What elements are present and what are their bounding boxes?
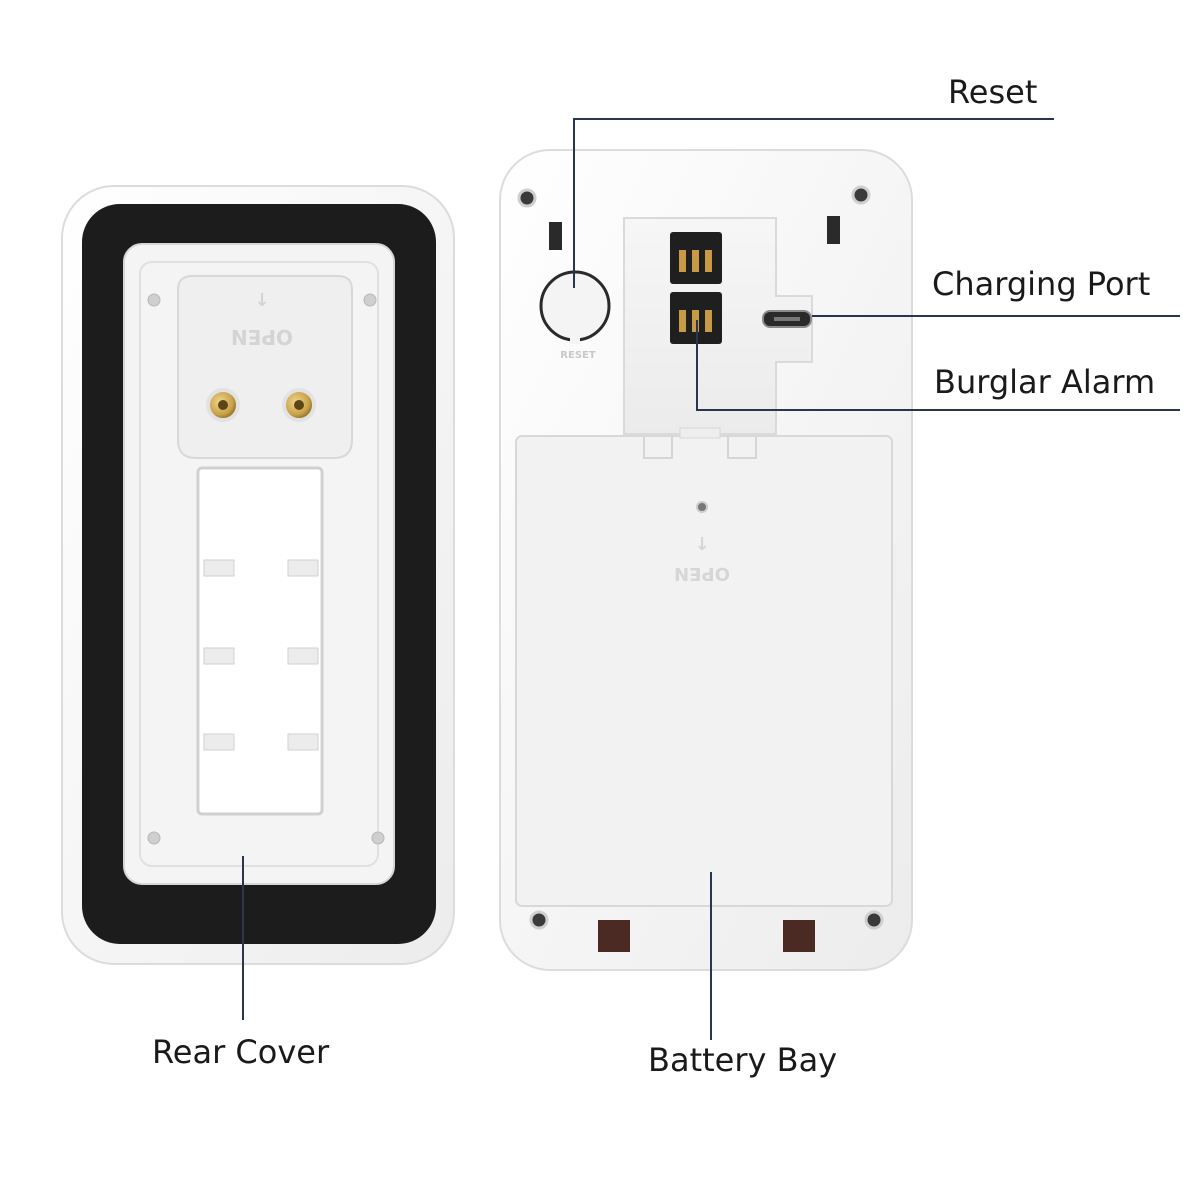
reset-emboss-text: RESET [560,350,596,361]
leader-burglar-alarm [696,320,1180,411]
leader-reset [573,118,1054,288]
clip [203,647,235,665]
contact-pad [598,920,630,952]
terminal-block-bottom [670,292,722,344]
micro-usb-pins [774,317,800,321]
brass-insert-hole [294,400,304,410]
screw [529,910,549,930]
mount-open-arrow: ↓ [254,290,269,311]
screw-hole [363,293,377,307]
leader-lines [242,118,1180,1040]
callout-reset: Reset [948,73,1038,111]
reset-notch [570,336,580,344]
battery-cover-tab [643,436,757,459]
terminal-block-top [670,232,722,284]
clip [287,559,319,577]
rear-cover: ↓ OPEN [61,185,455,965]
battery-latch [679,427,721,439]
screw [851,185,871,205]
sensor-window [549,222,562,250]
contact-pad [783,920,815,952]
battery-open-arrow: ↓ [694,534,709,555]
clip [287,733,319,751]
screw [517,188,537,208]
screw-hole [147,831,161,845]
clip [203,559,235,577]
mount-plate-inner [139,261,379,867]
mount-open-text: OPEN [231,325,293,349]
callout-battery-bay: Battery Bay [648,1041,838,1079]
screw-hole [371,831,385,845]
mount-window [196,466,324,816]
battery-screw-hole [696,501,708,513]
callout-rear-cover: Rear Cover [152,1033,330,1071]
brass-insert-hole [218,400,228,410]
battery-open-text: OPEN [674,563,730,584]
screw-hole [147,293,161,307]
sensor-window [827,216,840,244]
clip [287,647,319,665]
callout-charging-port: Charging Port [932,265,1151,303]
screw [864,910,884,930]
clip [203,733,235,751]
callout-burglar-alarm: Burglar Alarm [934,363,1156,401]
device-back: RESET ↓ OPEN [499,149,913,971]
